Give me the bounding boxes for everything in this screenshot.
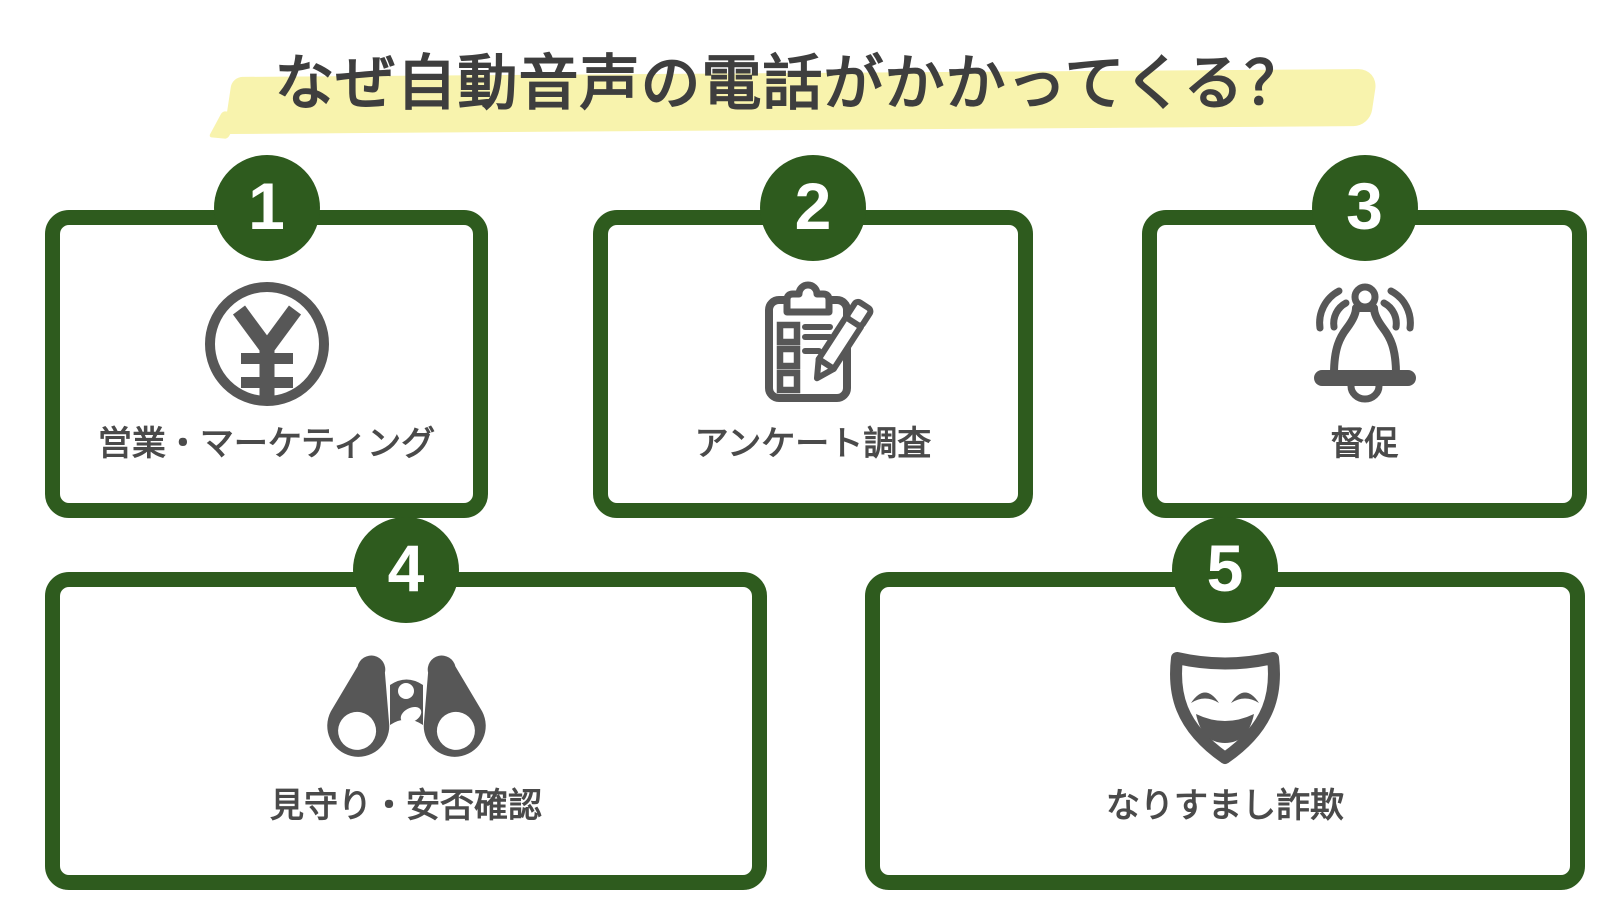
binoculars-icon [327, 655, 486, 757]
number-badge: 5 [1172, 517, 1278, 623]
card-sales-marketing: 1 営業・マーケティング [45, 155, 488, 518]
title-block: なぜ自動音声の電話がかかってくる？ [0, 0, 1600, 150]
icon-box [60, 274, 473, 414]
card-label: 営業・マーケティング [97, 425, 436, 463]
card-label: なりすまし詐欺 [1106, 787, 1344, 825]
number-badge: 1 [213, 155, 320, 261]
survey-clipboard-pencil-icon [765, 281, 874, 402]
number-label: 2 [794, 169, 832, 243]
theater-mask-icon [1169, 652, 1281, 764]
card-label: 督促 [1330, 425, 1399, 463]
number-badge: 4 [353, 517, 459, 623]
number-label: 3 [1346, 169, 1383, 243]
number-label: 4 [387, 531, 425, 605]
number-label: 5 [1206, 531, 1244, 605]
icon-box [1157, 274, 1572, 414]
number-label: 1 [248, 169, 285, 243]
card-impersonation-fraud: 5 なりすまし詐欺 [865, 517, 1585, 890]
page-title: なぜ自動音声の電話がかかってくる？ [274, 50, 1306, 117]
icon-box [60, 636, 752, 776]
card-reminder: 3 督促 [1142, 155, 1587, 518]
card-label: アンケート調査 [694, 425, 932, 463]
card-safety-check: 4 見守り・安否確認 [45, 517, 767, 890]
icon-box [880, 636, 1570, 776]
ringing-bell-icon [1313, 283, 1416, 403]
icon-box [608, 274, 1018, 414]
card-survey: 2 アンケート調査 [593, 155, 1033, 518]
number-badge: 3 [1311, 155, 1418, 261]
yen-coin-icon [204, 282, 329, 406]
number-badge: 2 [760, 155, 866, 261]
card-label: 見守り・安否確認 [270, 787, 542, 825]
